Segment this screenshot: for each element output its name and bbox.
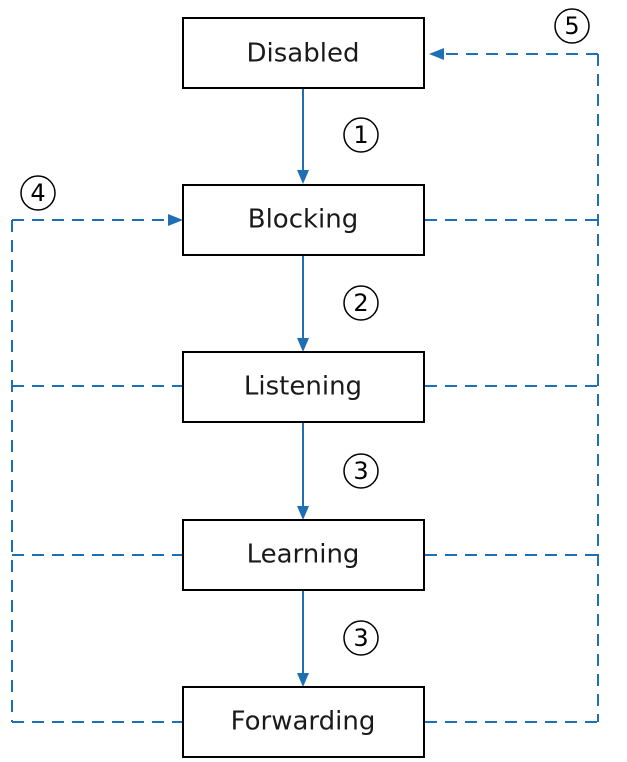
marker-3a: 3 (343, 453, 379, 489)
arrowhead-blocking-to-listening (297, 338, 309, 352)
marker-circle-5 (554, 8, 590, 44)
marker-circle-3b (343, 620, 379, 656)
return-to-blocking-loop (11, 214, 183, 723)
state-disabled: Disabled (182, 17, 425, 89)
marker-3b: 3 (343, 620, 379, 656)
arrowhead-learning-to-forwarding (297, 673, 309, 687)
marker-label-1: 1 (353, 121, 368, 149)
marker-circle-2 (343, 285, 379, 321)
state-forwarding: Forwarding (182, 686, 425, 758)
marker-label-2: 2 (353, 289, 368, 317)
marker-1: 1 (343, 117, 379, 153)
marker-5: 5 (554, 8, 590, 44)
marker-4: 4 (20, 175, 56, 211)
return-to-disabled-loop (425, 48, 599, 723)
marker-circle-4 (20, 175, 56, 211)
state-box-blocking (182, 184, 425, 256)
marker-label-3b: 3 (353, 624, 368, 652)
state-blocking: Blocking (182, 184, 425, 256)
arrowhead-listening-to-learning (297, 506, 309, 520)
state-learning: Learning (182, 519, 425, 591)
marker-circle-1 (343, 117, 379, 153)
state-label-disabled: Disabled (247, 39, 360, 69)
marker-2: 2 (343, 285, 379, 321)
marker-label-4: 4 (30, 179, 45, 207)
marker-label-5: 5 (564, 12, 579, 40)
state-label-forwarding: Forwarding (231, 707, 376, 737)
state-label-blocking: Blocking (248, 205, 359, 235)
arrowhead-to-disabled (429, 48, 444, 60)
marker-circle-3a (343, 453, 379, 489)
state-listening: Listening (182, 351, 425, 423)
state-label-learning: Learning (247, 540, 360, 570)
arrowhead-disabled-to-blocking (297, 170, 309, 184)
marker-label-3a: 3 (353, 457, 368, 485)
state-box-listening (182, 351, 425, 423)
state-box-forwarding (182, 686, 425, 758)
state-label-listening: Listening (244, 372, 362, 402)
forward-transitions (297, 88, 309, 687)
state-box-learning (182, 519, 425, 591)
state-box-disabled (182, 17, 425, 89)
arrowhead-to-blocking (168, 214, 183, 226)
